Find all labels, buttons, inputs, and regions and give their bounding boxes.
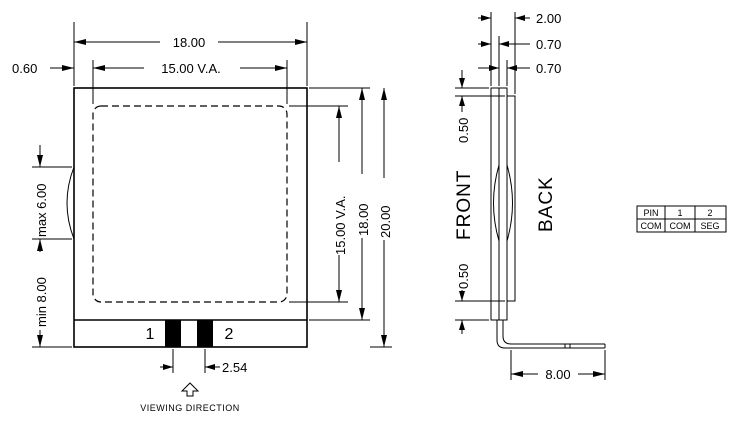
dim-top-margin-label: 0.50 — [456, 118, 471, 143]
pin-1-label: 1 — [146, 326, 155, 343]
dim-pin-pitch-label: 2.54 — [222, 360, 247, 375]
rear-glass-layer — [498, 87, 508, 321]
dim-total-thickness-label: 2.00 — [536, 11, 561, 26]
arrowhead — [62, 65, 74, 71]
pin-table-header-cell: 1 — [677, 208, 682, 218]
pin-table-header-cell: PIN — [643, 208, 658, 218]
dim-va-width-label: 15.00 V.A. — [161, 61, 221, 76]
side-bulge — [506, 164, 513, 242]
dim-height-inner-label: 18.00 — [356, 203, 371, 236]
panel-outline — [73, 87, 308, 348]
arrowhead — [359, 308, 365, 320]
left-bulge — [66, 166, 75, 240]
back-layer — [506, 95, 516, 302]
pin-table: PIN 1 2 COM COM SEG — [636, 205, 727, 233]
back-label: BACK — [536, 176, 557, 232]
arrowhead — [511, 371, 523, 377]
arrowhead — [336, 290, 342, 302]
front-glass-layer — [490, 87, 500, 321]
dim-bottom-margin-label: 0.50 — [456, 264, 471, 289]
viewing-direction-label: VIEWING DIRECTION — [140, 403, 240, 413]
arrowhead — [275, 65, 287, 71]
side-view: FRONT BACK 2.00 0.70 0.70 0.50 — [454, 11, 606, 382]
dim-va-height-label: 15.00 V.A. — [333, 195, 348, 255]
pin-1-block — [165, 320, 181, 347]
pin-table-cell: SEG — [700, 221, 719, 231]
pin-table-header-cell: 2 — [707, 208, 712, 218]
pin-2-block — [197, 320, 213, 347]
dim-width-label: 18.00 — [173, 35, 206, 50]
arrowhead — [336, 106, 342, 118]
arrowhead — [359, 88, 365, 100]
pin-table-cell: COM — [641, 221, 662, 231]
arrowhead — [459, 291, 465, 301]
arrowhead — [481, 41, 491, 47]
arrowhead — [515, 15, 525, 21]
arrowhead — [459, 78, 465, 88]
dim-left-offset-label: 0.60 — [12, 61, 37, 76]
front-label: FRONT — [454, 170, 475, 240]
arrowhead — [381, 88, 387, 100]
dim-min-label: min 8.00 — [34, 277, 49, 327]
pin-lead — [502, 320, 605, 345]
arrowhead — [499, 41, 509, 47]
arrowhead — [93, 65, 105, 71]
dim-layer-2-label: 0.70 — [536, 61, 561, 76]
arrowhead — [37, 335, 43, 347]
side-bulge — [493, 164, 500, 242]
arrowhead — [593, 371, 605, 377]
arrowhead — [507, 65, 517, 71]
pin-lead — [496, 320, 605, 349]
arrowhead — [163, 364, 173, 370]
pin-table-cell: COM — [670, 221, 691, 231]
dim-pin-length-label: 8.00 — [545, 367, 570, 382]
arrowhead — [459, 96, 465, 106]
arrowhead — [37, 155, 43, 167]
viewing-direction-arrow-icon — [180, 382, 200, 397]
arrowhead — [489, 65, 499, 71]
dim-layer-1-label: 0.70 — [536, 37, 561, 52]
arrowhead — [205, 364, 215, 370]
arrowhead — [37, 239, 43, 251]
pin-2-label: 2 — [225, 326, 234, 343]
arrowhead — [295, 39, 307, 45]
viewing-area-outline — [92, 105, 288, 303]
dim-height-outer-label: 20.00 — [378, 205, 393, 238]
arrowhead — [381, 335, 387, 347]
arrowhead — [459, 320, 465, 330]
front-view: 1 2 18.00 15.00 V.A. 0.60 max 6.00 — [12, 22, 393, 413]
dim-max-label: max 6.00 — [34, 184, 49, 237]
arrowhead — [481, 15, 491, 21]
arrowhead — [74, 39, 86, 45]
